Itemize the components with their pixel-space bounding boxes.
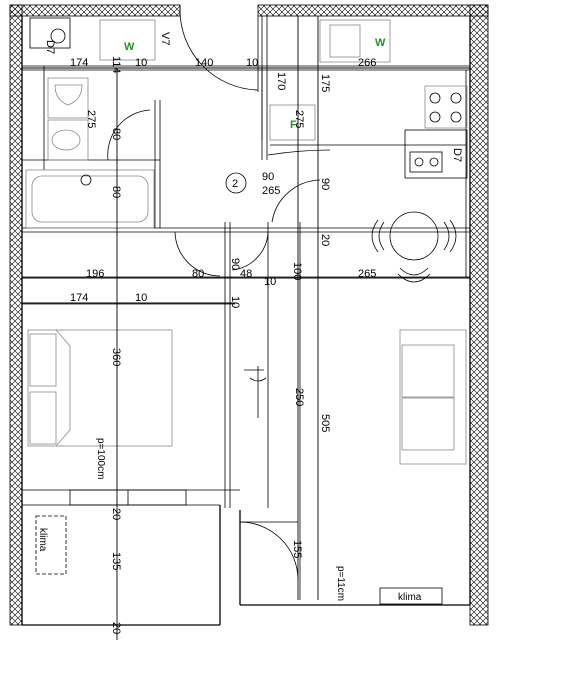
dimension-lines bbox=[22, 16, 470, 640]
dim-170: 170 bbox=[275, 72, 287, 90]
exterior-walls bbox=[9, 4, 489, 626]
wardrobe-rod bbox=[244, 366, 267, 418]
klima-right-label: klima bbox=[398, 592, 422, 603]
dim-265-b: 265 bbox=[358, 268, 376, 280]
dim-275-b: 275 bbox=[293, 110, 305, 128]
dim-174-mid: 174 bbox=[70, 292, 88, 304]
dim-10-d: 10 bbox=[135, 292, 147, 304]
room-number-marker: 2 bbox=[225, 172, 247, 194]
dim-10-e: 10 bbox=[229, 296, 241, 308]
dim-266: 266 bbox=[358, 57, 376, 69]
pipe-right-label: p=11cm bbox=[335, 566, 346, 601]
v7-label: V7 bbox=[159, 32, 171, 45]
w-label-kitchen: W bbox=[375, 37, 386, 49]
dim-140: 140 bbox=[195, 57, 213, 69]
hall-doors bbox=[174, 149, 331, 277]
dim-20-c: 20 bbox=[110, 622, 122, 634]
dim-90-c: 90 bbox=[229, 258, 241, 270]
dim-90-a: 90 bbox=[262, 171, 274, 183]
dim-90-b: 90 bbox=[319, 178, 331, 190]
dim-80-c: 80 bbox=[192, 268, 204, 280]
living-sofa bbox=[399, 329, 467, 465]
dim-360: 360 bbox=[110, 348, 122, 366]
interior-walls bbox=[21, 16, 471, 626]
dim-10-a: 10 bbox=[135, 57, 147, 69]
bathroom-fixtures bbox=[25, 77, 155, 229]
dim-80-b: 80 bbox=[110, 186, 122, 198]
dim-100: 100 bbox=[291, 262, 303, 280]
dim-135: 135 bbox=[110, 552, 122, 570]
dim-20-a: 20 bbox=[319, 234, 331, 246]
d7-label-top: D7 bbox=[44, 40, 56, 54]
dim-20-b: 20 bbox=[110, 508, 122, 520]
balcony-area bbox=[35, 489, 443, 605]
dim-114: 114 bbox=[110, 56, 122, 74]
dim-250: 250 bbox=[293, 388, 305, 406]
dim-265-a: 265 bbox=[262, 185, 280, 197]
bedroom-bed bbox=[27, 329, 173, 447]
room-number: 2 bbox=[232, 178, 238, 190]
dim-505: 505 bbox=[319, 414, 331, 432]
dim-275-a: 275 bbox=[85, 110, 97, 128]
dim-48: 48 bbox=[240, 268, 252, 280]
kitchen-fixtures bbox=[269, 85, 468, 283]
d7-label-side: D7 bbox=[451, 148, 463, 162]
dimension-labels: 174 114 10 140 10 266 170 175 275 275 80… bbox=[70, 56, 376, 634]
dim-196: 196 bbox=[86, 268, 104, 280]
dim-174-top: 174 bbox=[70, 57, 88, 69]
klima-left-label: klima bbox=[37, 528, 48, 552]
dim-10-b: 10 bbox=[246, 57, 258, 69]
w-label-bath: W bbox=[124, 41, 135, 53]
dim-175: 175 bbox=[319, 74, 331, 92]
dim-10-c: 10 bbox=[264, 276, 276, 288]
dim-155: 155 bbox=[291, 540, 303, 558]
entrance-door bbox=[179, 5, 259, 92]
top-fixtures bbox=[29, 17, 391, 63]
pipe-left-label: p=100cm bbox=[95, 438, 106, 479]
f-label: F bbox=[290, 119, 297, 131]
dim-80-a: 80 bbox=[110, 128, 122, 140]
